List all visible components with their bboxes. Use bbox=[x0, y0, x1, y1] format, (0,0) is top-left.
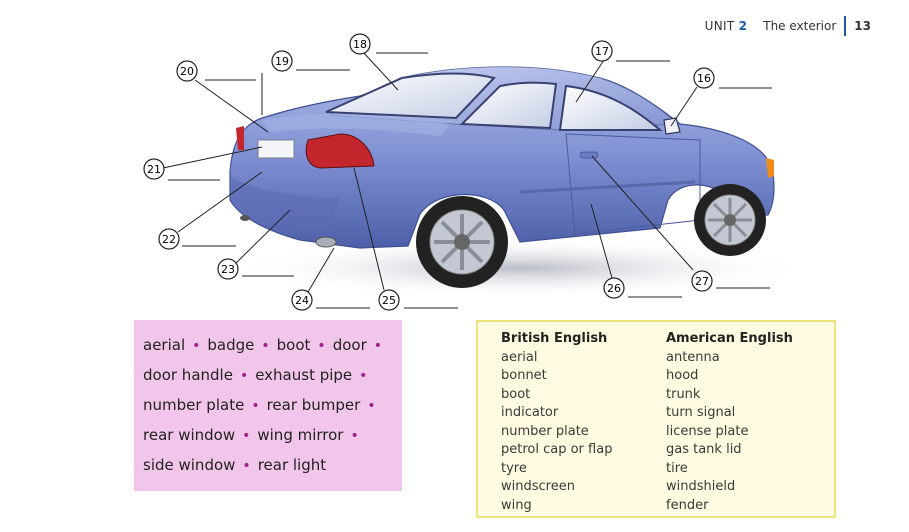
american-term: license plate bbox=[666, 423, 749, 439]
header-divider bbox=[844, 16, 847, 36]
word-item: rear light bbox=[257, 456, 327, 474]
word-item: number plate bbox=[143, 396, 245, 414]
british-header: British English bbox=[501, 331, 608, 346]
callout-20: 20 bbox=[176, 60, 198, 82]
svg-text:20: 20 bbox=[180, 65, 194, 78]
vocabulary-table: British English aerial bonnet boot indic… bbox=[476, 320, 836, 518]
callout-26: 26 bbox=[603, 277, 625, 299]
word-item: rear bumper bbox=[266, 396, 361, 414]
section-title: The exterior bbox=[763, 19, 837, 33]
word-item: exhaust pipe bbox=[255, 366, 353, 384]
bullet: • bbox=[350, 428, 359, 444]
callout-18: 18 bbox=[349, 33, 371, 55]
word-line: rear window • wing mirror • bbox=[143, 426, 366, 444]
british-term: indicator bbox=[501, 405, 559, 420]
svg-text:24: 24 bbox=[295, 294, 309, 307]
american-term: gas tank lid bbox=[666, 442, 742, 457]
bullet: • bbox=[359, 368, 368, 384]
callout-22: 22 bbox=[158, 228, 180, 250]
callout-23: 23 bbox=[217, 258, 239, 280]
word-item: door handle bbox=[143, 366, 233, 384]
callout-24: 24 bbox=[291, 289, 313, 311]
svg-text:19: 19 bbox=[275, 55, 289, 68]
american-term: antenna bbox=[666, 349, 720, 365]
callout-16: 16 bbox=[693, 67, 715, 89]
word-box: aerial • badge • boot • door • door handle • exha… bbox=[134, 320, 402, 491]
word-line: number plate • rear bumper • bbox=[143, 396, 383, 414]
british-term: boot bbox=[501, 386, 531, 402]
bullet: • bbox=[261, 338, 270, 354]
bullet: • bbox=[367, 398, 376, 414]
word-item: rear window bbox=[143, 426, 236, 444]
american-term: tire bbox=[666, 460, 688, 476]
word-line: aerial • badge • boot • door • bbox=[143, 336, 389, 354]
svg-text:25: 25 bbox=[382, 294, 396, 307]
bullet: • bbox=[242, 458, 251, 474]
word-item: door bbox=[332, 336, 367, 354]
svg-text:23: 23 bbox=[221, 263, 235, 276]
word-line: door handle • exhaust pipe • bbox=[143, 366, 374, 384]
unit-label: UNIT 2 bbox=[704, 19, 748, 33]
word-item: boot bbox=[276, 336, 311, 354]
bullet: • bbox=[239, 368, 249, 384]
bullet: • bbox=[317, 338, 326, 354]
bullet: • bbox=[251, 398, 260, 414]
callout-markers: 16 17 18 19 20 21 22 23 24 25 26 27 bbox=[143, 33, 715, 311]
callout-19: 19 bbox=[271, 50, 293, 72]
callout-25: 25 bbox=[378, 289, 400, 311]
american-term: turn signal bbox=[666, 405, 736, 420]
american-term: trunk bbox=[666, 386, 701, 402]
bullet: • bbox=[373, 338, 382, 354]
word-item: wing mirror bbox=[257, 426, 344, 444]
svg-text:17: 17 bbox=[595, 45, 609, 58]
pointer-lines bbox=[162, 51, 698, 293]
british-term: tyre bbox=[501, 460, 527, 476]
answer-lines bbox=[168, 52, 772, 309]
word-item: aerial bbox=[143, 336, 186, 354]
word-item: side window bbox=[143, 456, 236, 474]
british-term: windscreen bbox=[501, 479, 575, 494]
callout-27: 27 bbox=[691, 270, 713, 292]
page-number: 13 bbox=[854, 19, 871, 33]
svg-text:22: 22 bbox=[162, 233, 176, 246]
rear-wheel bbox=[416, 196, 508, 288]
svg-text:18: 18 bbox=[353, 38, 367, 51]
british-term: aerial bbox=[501, 349, 538, 365]
word-line: side window • rear light bbox=[143, 456, 326, 474]
bullet: • bbox=[242, 428, 251, 444]
callout-21: 21 bbox=[143, 158, 165, 180]
american-term: hood bbox=[666, 368, 699, 383]
american-column: American English antenna hood trunk turn… bbox=[666, 330, 793, 515]
bullet: • bbox=[192, 338, 201, 354]
word-item: badge bbox=[207, 336, 255, 354]
british-column: British English aerial bonnet boot indic… bbox=[501, 330, 612, 515]
british-term: wing bbox=[501, 497, 532, 513]
svg-text:26: 26 bbox=[607, 282, 621, 295]
page-header: UNIT 2 The exterior 13 bbox=[705, 16, 871, 36]
american-header: American English bbox=[666, 331, 793, 346]
british-term: petrol cap or flap bbox=[501, 442, 613, 457]
svg-text:16: 16 bbox=[697, 72, 711, 85]
svg-text:27: 27 bbox=[695, 275, 709, 288]
american-term: fender bbox=[666, 497, 709, 513]
callout-17: 17 bbox=[591, 40, 613, 62]
front-wheel bbox=[694, 184, 766, 256]
svg-text:21: 21 bbox=[147, 163, 161, 176]
car-illustration: 16 17 18 19 20 21 22 23 24 25 26 27 bbox=[143, 33, 810, 311]
british-term: bonnet bbox=[501, 368, 547, 383]
british-term: number plate bbox=[501, 423, 589, 439]
american-term: windshield bbox=[666, 479, 736, 494]
